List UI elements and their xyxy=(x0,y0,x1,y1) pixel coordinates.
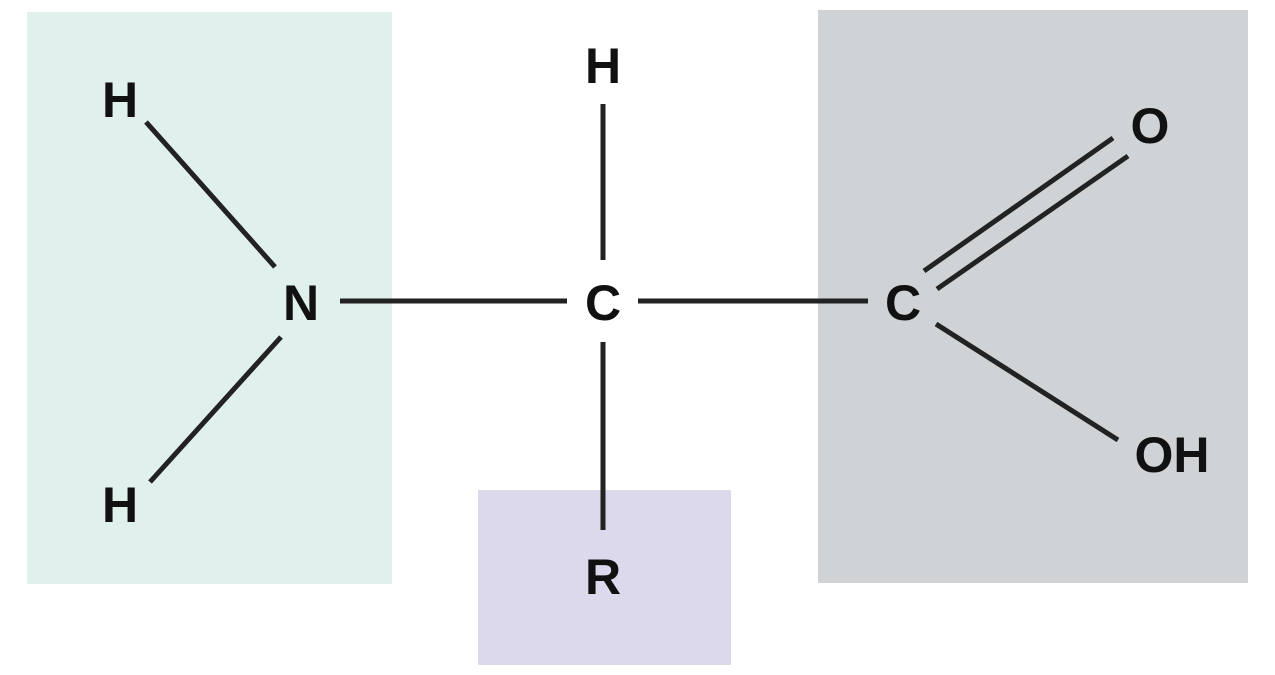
amino-n-label: N xyxy=(283,275,319,331)
carboxyl-oh-label: OH xyxy=(1135,427,1210,483)
alpha-h-label: H xyxy=(585,38,621,94)
bond-h-n-top xyxy=(144,120,277,269)
bond-c-o-double-1 xyxy=(922,135,1115,274)
carboxyl-o-label: O xyxy=(1131,98,1170,154)
amino-h-top-label: H xyxy=(102,72,138,128)
bond-c-o-double-2 xyxy=(935,153,1130,292)
bond-c-oh xyxy=(934,321,1120,443)
amino-group-box xyxy=(27,12,392,584)
alpha-c-label: C xyxy=(585,275,621,331)
bond-h-n-bottom xyxy=(148,335,283,484)
carboxyl-group-box xyxy=(818,10,1248,583)
amino-h-bottom-label: H xyxy=(102,477,138,533)
side-chain-r-label: R xyxy=(585,549,621,605)
carboxyl-c-label: C xyxy=(885,275,921,331)
